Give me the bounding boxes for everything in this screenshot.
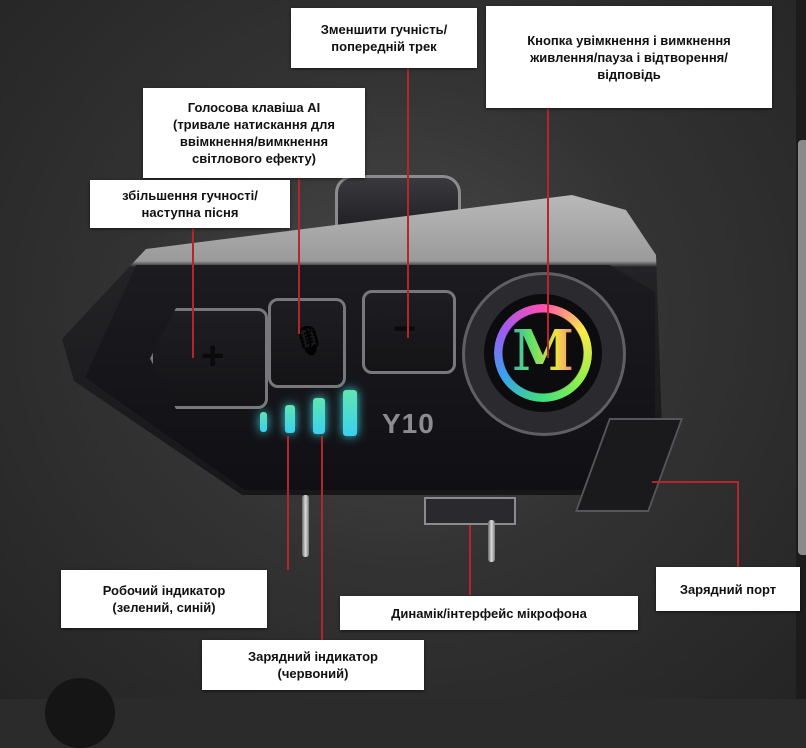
- callout-line-work-indicator: [287, 436, 289, 570]
- label-power-button: Кнопка увімкнення і вимкнення живлення/п…: [486, 6, 772, 108]
- microphone-icon: 🎙: [291, 325, 327, 356]
- plus-icon: +: [201, 334, 225, 378]
- minus-icon: −: [393, 307, 417, 351]
- scrollbar-handle[interactable]: [798, 140, 806, 555]
- model-label: Y10: [382, 408, 435, 439]
- logo-m-icon: M: [502, 318, 584, 384]
- label-volume-up: збільшення гучності/ наступна пісня: [90, 180, 290, 228]
- callout-line-power: [547, 108, 549, 358]
- speaker-pin-left: [302, 495, 309, 557]
- callout-line-volume-up: [192, 228, 194, 358]
- callout-line-speaker-mic: [469, 525, 471, 595]
- led-bar-1: [260, 412, 267, 432]
- rgb-ring-icon: [494, 304, 592, 402]
- label-charge-port: Зарядний порт: [656, 567, 800, 611]
- callout-line-volume-down: [407, 68, 409, 338]
- callout-line-charge-port-v: [737, 481, 739, 567]
- speaker-pin-right: [488, 520, 495, 562]
- volume-down-button[interactable]: −: [362, 290, 456, 374]
- overlay-circle-button[interactable]: [45, 678, 115, 748]
- led-bar-4: [343, 390, 357, 436]
- callout-line-voice-ai: [298, 178, 300, 334]
- led-bar-2: [285, 405, 295, 433]
- callout-line-charge-indicator: [321, 436, 323, 640]
- label-work-indicator: Робочий індикатор (зелений, синій): [61, 570, 267, 628]
- label-speaker-mic: Динамік/інтерфейс мікрофона: [340, 596, 638, 630]
- label-voice-ai-key: Голосова клавіша AI (тривале натискання …: [143, 88, 365, 178]
- label-volume-down: Зменшити гучність/ попередній трек: [291, 8, 477, 68]
- callout-line-charge-port-h: [652, 481, 738, 483]
- led-bar-3: [313, 398, 325, 434]
- volume-up-button[interactable]: +: [150, 308, 268, 409]
- mount-bracket: [424, 497, 516, 525]
- voice-ai-button[interactable]: 🎙: [268, 298, 346, 388]
- label-charge-indicator: Зарядний індикатор (червоний): [202, 640, 424, 690]
